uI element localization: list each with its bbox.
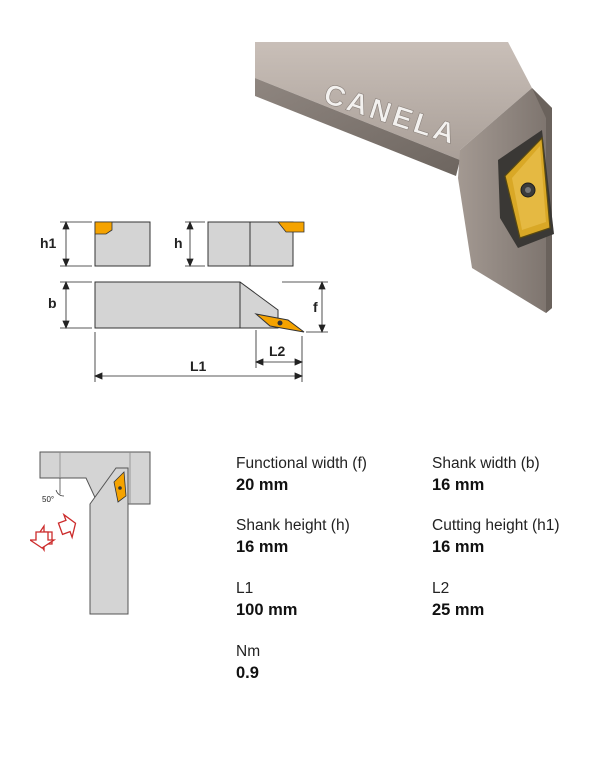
spec-shank-height: Shank height (h) 16 mm — [236, 516, 350, 557]
spec-label: Cutting height (h1) — [432, 517, 560, 534]
side-view — [94, 281, 279, 329]
spec-value: 100 mm — [236, 601, 298, 619]
angle-label: 50° — [42, 495, 54, 504]
approach-diagram: 50° — [30, 451, 151, 615]
dim-h-label: h — [174, 235, 183, 251]
spec-label: Shank width (b) — [432, 455, 540, 472]
spec-label: Nm — [236, 643, 261, 660]
spec-nm: Nm 0.9 — [236, 642, 260, 683]
feed-arrow-right-icon — [57, 512, 77, 540]
spec-label: Functional width (f) — [236, 455, 367, 472]
spec-label: L2 — [432, 580, 450, 597]
spec-label: Shank height (h) — [236, 517, 350, 534]
spec-value: 16 mm — [432, 538, 485, 556]
spec-l1: L1 100 mm — [236, 579, 297, 620]
spec-functional-width: Functional width (f) 20 mm — [236, 454, 367, 495]
spec-value: 16 mm — [432, 476, 485, 494]
spec-label: L1 — [236, 580, 254, 597]
insert-right — [277, 221, 305, 233]
workpiece — [39, 451, 151, 505]
spec-value: 20 mm — [236, 476, 289, 494]
spec-shank-width: Shank width (b) 16 mm — [432, 454, 540, 495]
dim-f-label: f — [313, 299, 318, 315]
spec-value: 16 mm — [236, 538, 289, 556]
technical-drawing: h1 h b f L2 L1 — [40, 220, 328, 382]
dim-b-label: b — [48, 295, 57, 311]
dim-l2-label: L2 — [269, 343, 286, 359]
product-photo: CANELA — [255, 42, 554, 313]
spec-cutting-height: Cutting height (h1) 16 mm — [432, 516, 560, 557]
spec-value: 0.9 — [236, 664, 259, 682]
shank-side-face — [255, 78, 460, 176]
feed-arrow-down-icon — [30, 531, 57, 549]
dim-h1-label: h1 — [40, 235, 57, 251]
tool-shank — [89, 467, 129, 615]
spec-l2: L2 25 mm — [432, 579, 484, 620]
insert-left — [94, 221, 113, 235]
dim-l1-label: L1 — [190, 358, 207, 374]
shank-top-face — [255, 42, 532, 160]
spec-value: 25 mm — [432, 601, 485, 619]
